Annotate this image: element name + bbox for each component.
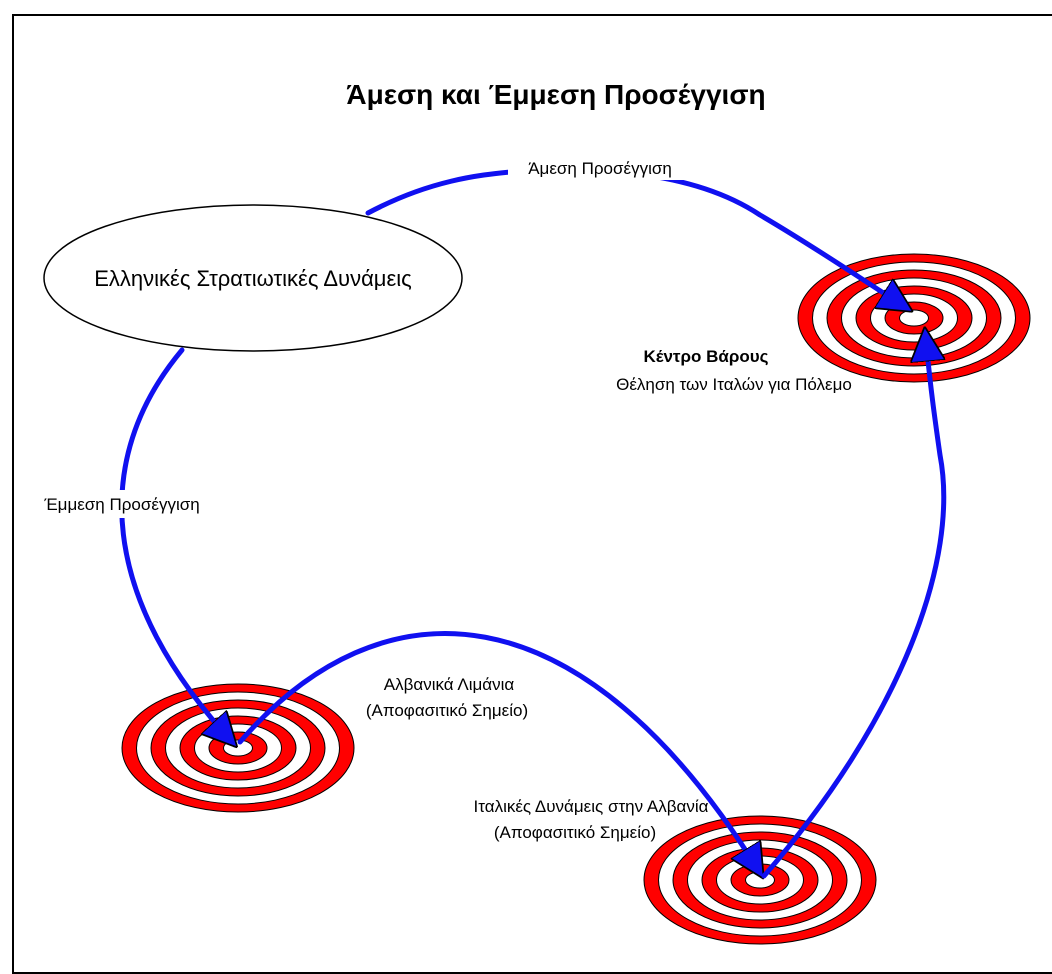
center-of-gravity-subtitle: Θέληση των Ιταλών για Πόλεμο — [616, 375, 852, 394]
diagram-canvas: Άμεση και Έμμεση Προσέγγιση Ελληνικές Στ… — [43, 79, 1031, 945]
albanian-ports-sublabel: (Αποφασιτικό Σημείο) — [366, 701, 528, 720]
indirect-approach-arrow — [119, 347, 235, 745]
indirect-approach-label: Έμμεση Προσέγγιση — [43, 495, 199, 514]
origin-node-label: Ελληνικές Στρατιωτικές Δυνάμεις — [94, 266, 412, 291]
target-albanian-ports-icon — [121, 683, 355, 813]
italian-forces-label: Ιταλικές Δυνάμεις στην Αλβανία — [474, 797, 709, 816]
italian-forces-sublabel: (Αποφασιτικό Σημείο) — [494, 823, 656, 842]
ports-to-italian-forces-arrow — [237, 631, 762, 876]
albanian-ports-label: Αλβανικά Λιμάνια — [384, 675, 515, 694]
origin-node: Ελληνικές Στρατιωτικές Δυνάμεις — [43, 204, 463, 352]
target-ring — [899, 309, 929, 327]
center-of-gravity-title: Κέντρο Βάρους — [644, 347, 769, 366]
target-center-of-gravity-icon — [797, 253, 1031, 383]
italian-forces-to-center-arrow — [761, 330, 947, 879]
direct-approach-label: Άμεση Προσέγγιση — [528, 159, 672, 178]
target-italian-forces-icon — [643, 815, 877, 945]
diagram-title: Άμεση και Έμμεση Προσέγγιση — [346, 79, 765, 110]
